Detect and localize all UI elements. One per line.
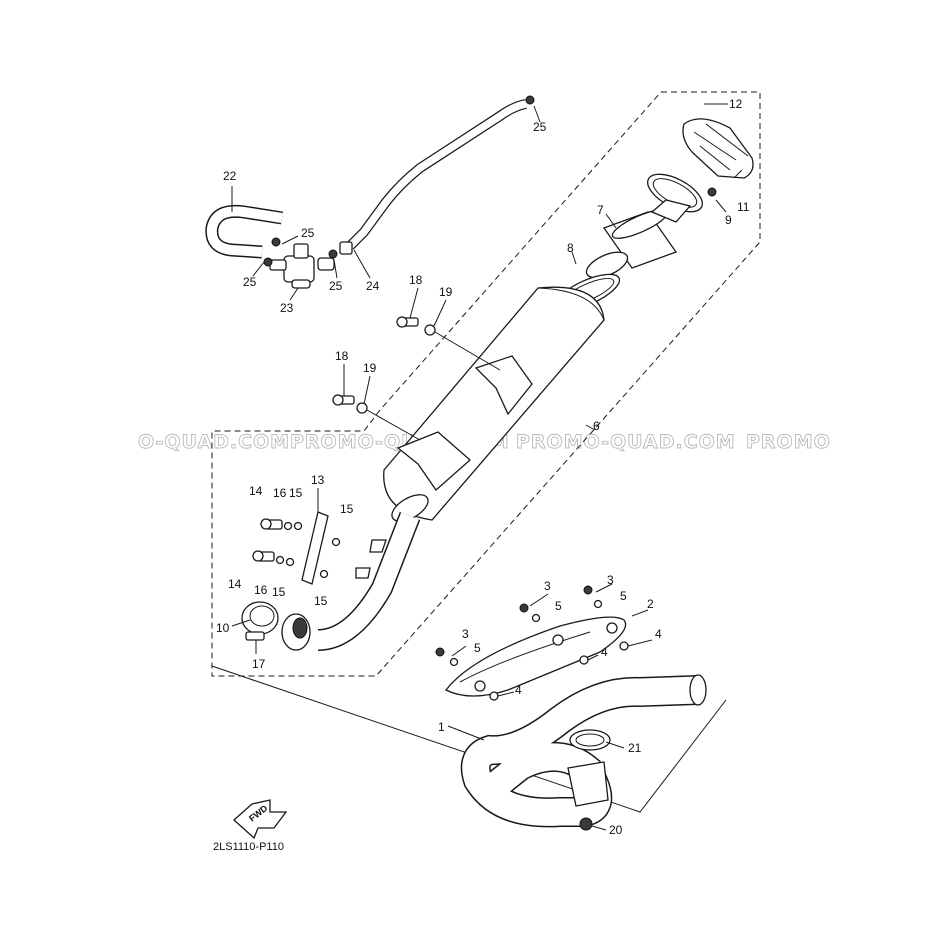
muffler-6 [383, 286, 605, 522]
watermark-text-4: PROMO [746, 431, 831, 453]
callout-15-b: 15 [340, 502, 354, 516]
callout-5-b: 5 [620, 589, 627, 603]
callout-13: 13 [311, 473, 325, 487]
bolts-14-15-16 [252, 518, 341, 579]
callout-23: 23 [280, 301, 294, 315]
callout-14-a: 14 [249, 484, 263, 498]
callout-4-b: 4 [601, 645, 608, 659]
callout-10: 10 [216, 621, 230, 635]
callout-3-a: 3 [544, 579, 551, 593]
callout-24: 24 [366, 279, 380, 293]
fasteners-3-4-5 [435, 585, 629, 701]
callout-16-a: 16 [273, 486, 287, 500]
callout-25-a: 25 [301, 226, 315, 240]
callout-4-a: 4 [655, 627, 662, 641]
callout-1: 1 [438, 720, 445, 734]
callout-5-c: 5 [474, 641, 481, 655]
bolts-washers-18-19 [332, 316, 501, 441]
spark-arrester-7 [585, 199, 692, 279]
callout-20: 20 [609, 823, 623, 837]
callout-19-b: 19 [363, 361, 377, 375]
callout-11: 11 [737, 200, 750, 214]
callout-12: 12 [729, 97, 743, 111]
callout-3-b: 3 [607, 573, 614, 587]
callout-25-b: 25 [243, 275, 257, 289]
leader-1 [211, 665, 727, 813]
watermark-text-1: O-QUAD.COM [138, 431, 290, 453]
callout-15-c: 15 [272, 585, 286, 599]
callout-18-a: 18 [409, 273, 423, 287]
end-cap-11 [682, 118, 754, 179]
callout-9: 9 [725, 213, 732, 227]
watermark-text-3: PROMO-QUAD.COM [516, 431, 736, 453]
muffler-assembly-outline [211, 91, 761, 677]
callout-15-a: 15 [289, 486, 303, 500]
diagram-code: 2LS1110-P110 [213, 841, 284, 853]
gasket-21 [569, 729, 611, 751]
callout-leaders [231, 103, 743, 831]
callout-6: 6 [593, 419, 600, 433]
callout-19-a: 19 [439, 285, 453, 299]
callout-4-c: 4 [515, 683, 522, 697]
callout-2: 2 [647, 597, 654, 611]
leader-6 [585, 424, 596, 431]
connecting-pipe [317, 512, 421, 651]
callout-16-b: 16 [254, 583, 268, 597]
callout-21: 21 [628, 741, 642, 755]
nut-20 [579, 817, 593, 831]
fwd-arrow: FWD [233, 799, 288, 840]
callout-18-b: 18 [335, 349, 349, 363]
callout-5-a: 5 [555, 599, 562, 613]
callout-3-c: 3 [462, 627, 469, 641]
air-hose-22 [205, 204, 284, 259]
pipe-clamp [281, 613, 311, 651]
callout-22: 22 [223, 169, 237, 183]
cap-10 [241, 601, 279, 635]
callout-14-b: 14 [228, 577, 242, 591]
callout-25-c: 25 [329, 279, 343, 293]
air-cutoff-valve [269, 243, 335, 289]
bolt-17 [245, 631, 265, 641]
exhaust-pipe-1 [460, 674, 707, 828]
callout-15-d: 15 [314, 594, 328, 608]
callout-labels: 12 11 9 7 8 6 22 25 25 23 25 24 25 18 19… [216, 97, 750, 837]
air-hose-24 [346, 99, 527, 250]
callout-17: 17 [252, 657, 266, 671]
callout-25-d: 25 [533, 120, 547, 134]
bracket-13 [301, 511, 387, 585]
hose-clamps [263, 95, 535, 267]
callout-7: 7 [597, 203, 604, 217]
callout-8: 8 [567, 241, 574, 255]
